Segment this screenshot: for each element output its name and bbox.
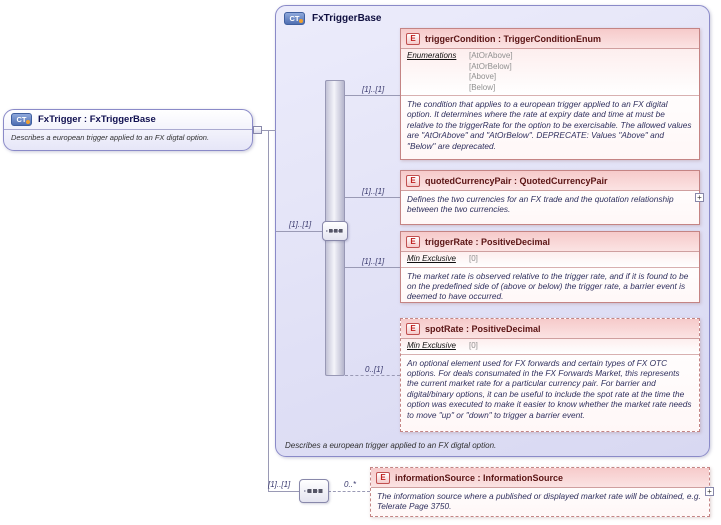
connector-line <box>268 491 300 492</box>
sequence-compositor[interactable] <box>299 479 329 503</box>
complex-type-icon: CT <box>284 12 305 25</box>
sequence-compositor[interactable] <box>322 221 348 241</box>
element-icon: E <box>406 322 420 335</box>
facet-value: [0] <box>469 341 478 350</box>
connector-line <box>268 130 269 491</box>
cardinality-label: [1]..[1] <box>362 85 385 94</box>
fxtrigger-title: FxTrigger : FxTriggerBase <box>38 114 156 125</box>
connector-line <box>345 197 400 198</box>
element-description: The information source where a published… <box>371 488 709 516</box>
connector-line-optional <box>345 375 400 376</box>
enumeration-value: [Below] <box>469 82 496 92</box>
element-description: Defines the two currencies for an FX tra… <box>401 191 699 224</box>
element-header: E triggerCondition : TriggerConditionEnu… <box>401 29 699 49</box>
element-triggerRate[interactable]: E triggerRate : PositiveDecimal Min Excl… <box>400 231 700 303</box>
element-spotRate[interactable]: E spotRate : PositiveDecimal Min Exclusi… <box>400 318 700 432</box>
element-title: triggerCondition : TriggerConditionEnum <box>425 33 601 44</box>
element-title: spotRate : PositiveDecimal <box>425 323 541 334</box>
facet-label: Min Exclusive <box>407 341 456 350</box>
element-description: The condition that applies to a european… <box>401 96 699 159</box>
expand-button[interactable]: + <box>695 193 704 202</box>
cardinality-label: 0..* <box>344 480 357 489</box>
connector-handle[interactable] <box>253 126 262 134</box>
element-title: informationSource : InformationSource <box>395 472 564 483</box>
element-icon: E <box>406 32 420 45</box>
element-description: The market rate is observed relative to … <box>401 267 699 302</box>
enumeration-value: [AtOrBelow] <box>469 61 512 71</box>
sequence-icon <box>326 229 343 233</box>
element-header: E triggerRate : PositiveDecimal <box>401 232 699 252</box>
element-title: quotedCurrencyPair : QuotedCurrencyPair <box>425 175 608 186</box>
fxtriggerbase-title: FxTriggerBase <box>312 13 382 24</box>
expand-button[interactable]: + <box>705 487 714 496</box>
cardinality-label: 0..[1] <box>365 365 383 374</box>
fxtriggerbase-description: Describes a european trigger applied to … <box>285 441 497 450</box>
enumeration-value: [AtOrAbove] <box>469 51 513 60</box>
facet-section: Enumerations [AtOrAbove] [AtOrBelow] [Ab… <box>401 49 699 96</box>
element-header: E quotedCurrencyPair : QuotedCurrencyPai… <box>401 171 699 191</box>
fxtrigger-box[interactable]: CT FxTrigger : FxTriggerBase Describes a… <box>3 109 253 151</box>
complex-type-icon: CT <box>11 113 32 126</box>
element-header: E informationSource : InformationSource <box>371 468 709 488</box>
facet-value: [0] <box>469 254 478 263</box>
fxtrigger-description: Describes a european trigger applied to … <box>11 133 210 142</box>
connector-line <box>345 95 400 96</box>
element-title: triggerRate : PositiveDecimal <box>425 236 551 247</box>
facet-label: Min Exclusive <box>407 254 456 263</box>
cardinality-label: [1]..[1] <box>362 187 385 196</box>
fxtriggerbase-header: CT FxTriggerBase <box>276 6 709 31</box>
connector-line <box>262 130 276 131</box>
element-icon: E <box>406 174 420 187</box>
sequence-icon <box>304 489 323 493</box>
element-description: An optional element used for FX forwards… <box>401 354 699 431</box>
element-triggerCondition[interactable]: E triggerCondition : TriggerConditionEnu… <box>400 28 700 160</box>
enumeration-value: [Above] <box>469 72 497 81</box>
facet-section: Min Exclusive [0] <box>401 339 699 355</box>
facet-label: Enumerations <box>407 51 457 60</box>
element-header: E spotRate : PositiveDecimal <box>401 319 699 339</box>
element-informationSource[interactable]: E informationSource : InformationSource … <box>370 467 710 517</box>
element-icon: E <box>406 235 420 248</box>
element-icon: E <box>376 471 390 484</box>
element-quotedCurrencyPair[interactable]: E quotedCurrencyPair : QuotedCurrencyPai… <box>400 170 700 225</box>
enumeration-values: [AtOrAbove] [AtOrBelow] [Above] [Below] <box>469 51 513 93</box>
facet-section: Min Exclusive [0] <box>401 252 699 268</box>
connector-line <box>345 267 400 268</box>
connector-line <box>276 231 325 232</box>
cardinality-label: [1]..[1] <box>289 220 312 229</box>
connector-line-optional <box>328 491 370 492</box>
fxtrigger-header: CT FxTrigger : FxTriggerBase <box>4 110 252 130</box>
cardinality-label: [1]..[1] <box>362 257 385 266</box>
cardinality-label: [1]..[1] <box>268 480 291 489</box>
